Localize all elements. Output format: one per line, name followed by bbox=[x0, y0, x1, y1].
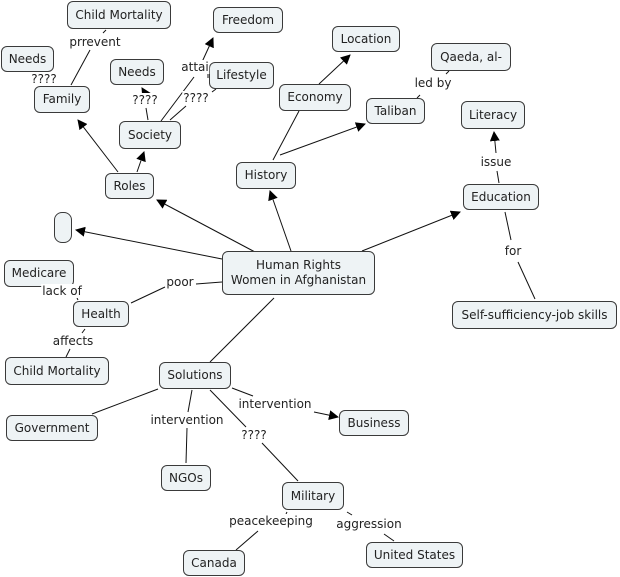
connector-military-peace bbox=[285, 511, 288, 515]
connector-root-history bbox=[268, 190, 292, 252]
link-label-issue: issue bbox=[479, 155, 513, 169]
link-label-military-q: ???? bbox=[240, 428, 268, 442]
connector-solutions-q bbox=[209, 389, 247, 428]
link-label-aggression: aggression bbox=[335, 517, 403, 531]
link-label-lack-of: lack of bbox=[41, 284, 83, 298]
link-label-for: for bbox=[503, 244, 523, 258]
connector-peace-canada bbox=[235, 530, 259, 551]
link-label-intervention-business: intervention bbox=[237, 397, 313, 411]
node-taliban[interactable]: Taliban bbox=[366, 98, 425, 124]
connector-intervention-ngos bbox=[185, 427, 188, 464]
connector-roles-family bbox=[77, 119, 119, 173]
connector-history-economy bbox=[272, 110, 300, 161]
connector-economy-location bbox=[318, 54, 351, 85]
link-label-intervention-ngos: intervention bbox=[149, 413, 225, 427]
node-qaeda[interactable]: Qaeda, al- bbox=[431, 43, 511, 71]
node-solutions[interactable]: Solutions bbox=[159, 362, 231, 389]
node-history[interactable]: History bbox=[236, 162, 296, 189]
link-label-attai: attai bbox=[180, 60, 210, 74]
connector-q-military bbox=[261, 442, 299, 482]
connector-health-affects bbox=[81, 328, 86, 334]
node-health[interactable]: Health bbox=[73, 301, 129, 327]
node-location[interactable]: Location bbox=[332, 26, 400, 52]
connector-ledby-qaeda bbox=[445, 70, 450, 75]
node-lifestyle[interactable]: Lifestyle bbox=[209, 62, 274, 89]
node-needs-left[interactable]: Needs bbox=[1, 46, 54, 72]
node-united-states[interactable]: United States bbox=[366, 542, 463, 568]
connector-prrevent-cm bbox=[102, 29, 107, 34]
node-empty[interactable] bbox=[54, 212, 72, 243]
connector-attai-freedom bbox=[201, 37, 214, 63]
node-canada[interactable]: Canada bbox=[183, 550, 245, 576]
connector-affects-cm bbox=[65, 348, 71, 358]
connector-society-needs bbox=[145, 107, 149, 121]
connector-poor-health bbox=[130, 286, 166, 304]
node-ngos[interactable]: NGOs bbox=[161, 465, 211, 491]
connector-health-lackof bbox=[76, 297, 79, 301]
node-roles[interactable]: Roles bbox=[105, 173, 154, 199]
node-literacy[interactable]: Literacy bbox=[461, 101, 525, 129]
node-child-mortality-top[interactable]: Child Mortality bbox=[67, 1, 171, 29]
node-economy[interactable]: Economy bbox=[279, 84, 351, 111]
node-family[interactable]: Family bbox=[34, 86, 90, 113]
connector-military-aggr bbox=[346, 511, 353, 516]
link-label-needs-society: ???? bbox=[131, 93, 159, 107]
node-medicare[interactable]: Medicare bbox=[4, 260, 74, 287]
node-child-mortality-bottom[interactable]: Child Mortality bbox=[5, 357, 109, 385]
node-military[interactable]: Military bbox=[282, 482, 344, 510]
connector-lifestyleq-lifestyle bbox=[211, 88, 217, 93]
connector-society-lifestyle bbox=[169, 105, 187, 121]
connector-root-education bbox=[361, 210, 461, 252]
node-government[interactable]: Government bbox=[6, 415, 98, 441]
node-education[interactable]: Education bbox=[463, 184, 539, 210]
connector-aggr-us bbox=[383, 533, 395, 542]
link-label-prrevent: prrevent bbox=[68, 35, 122, 49]
connector-root-empty bbox=[75, 226, 223, 260]
connector-roles-society bbox=[136, 151, 146, 173]
connector-root-poor bbox=[195, 281, 223, 285]
root-node-human-rights[interactable]: Human Rights Women in Afghanistan bbox=[222, 251, 375, 295]
node-self-sufficiency[interactable]: Self-sufficiency-job skills bbox=[452, 301, 617, 329]
connector-solutions-int2 bbox=[231, 387, 254, 397]
link-label-peacekeeping: peacekeeping bbox=[228, 514, 314, 528]
connector-solutions-government bbox=[91, 388, 159, 415]
connector-root-roles bbox=[156, 199, 256, 253]
connector-education-issue bbox=[496, 170, 500, 184]
connector-root-solutions bbox=[209, 297, 275, 363]
connector-solutions-intervention bbox=[187, 389, 193, 413]
node-business[interactable]: Business bbox=[339, 410, 409, 436]
link-label-led-by: led by bbox=[413, 76, 453, 90]
connector-taliban-ledby bbox=[416, 94, 421, 99]
link-label-affects: affects bbox=[51, 334, 95, 348]
connector-education-for bbox=[504, 211, 512, 241]
connector-family-prrevent bbox=[70, 49, 91, 86]
connector-society-attai bbox=[160, 76, 195, 122]
connector-history-taliban bbox=[279, 122, 366, 156]
connector-issue-literacy bbox=[489, 131, 500, 154]
link-label-lifestyle-society: ???? bbox=[182, 91, 210, 105]
link-label-needs-family: ???? bbox=[30, 72, 58, 86]
connector-needsq-needs bbox=[141, 87, 151, 99]
link-label-poor: poor bbox=[165, 275, 195, 289]
node-needs-mid[interactable]: Needs bbox=[110, 59, 164, 85]
node-freedom[interactable]: Freedom bbox=[213, 7, 283, 33]
connector-for-ss bbox=[517, 261, 536, 300]
node-society[interactable]: Society bbox=[119, 121, 181, 149]
connector-int2-business bbox=[313, 410, 339, 421]
